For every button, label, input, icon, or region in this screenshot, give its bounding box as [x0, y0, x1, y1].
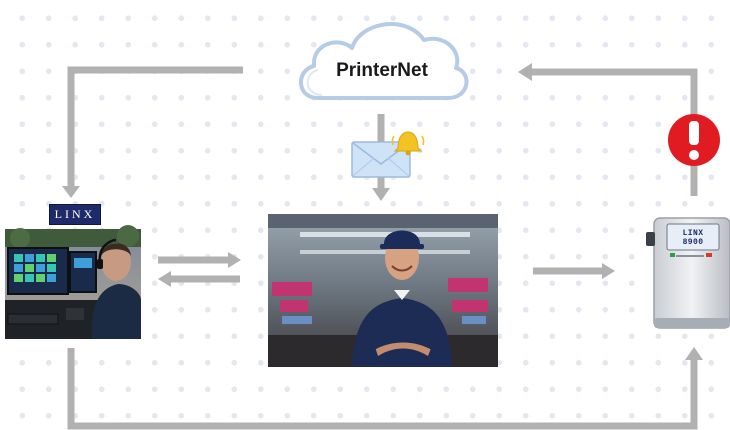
arrowhead-right-upper	[228, 252, 241, 268]
printer-icon	[646, 217, 730, 329]
arrowhead-left-top	[518, 63, 532, 81]
cloud-icon	[299, 22, 469, 100]
arrow-bottom-loop	[67, 348, 698, 430]
bell-icon	[391, 131, 425, 156]
operator-photo	[5, 225, 141, 339]
arrowhead-left-lower	[158, 271, 171, 287]
arrowhead-down-center	[372, 188, 390, 201]
arrowhead-right-printer	[602, 263, 615, 279]
linx-logo: LINX	[49, 204, 101, 225]
arrowhead-up-printer	[685, 347, 703, 360]
worker-photo	[268, 214, 498, 367]
printer-screen-text: LINX 8900	[682, 229, 704, 247]
alert-icon	[668, 114, 720, 166]
arrow-cloud-to-operator	[67, 66, 243, 188]
cloud-label: PrinterNet	[336, 60, 428, 81]
arrowhead-down-left	[62, 186, 80, 198]
